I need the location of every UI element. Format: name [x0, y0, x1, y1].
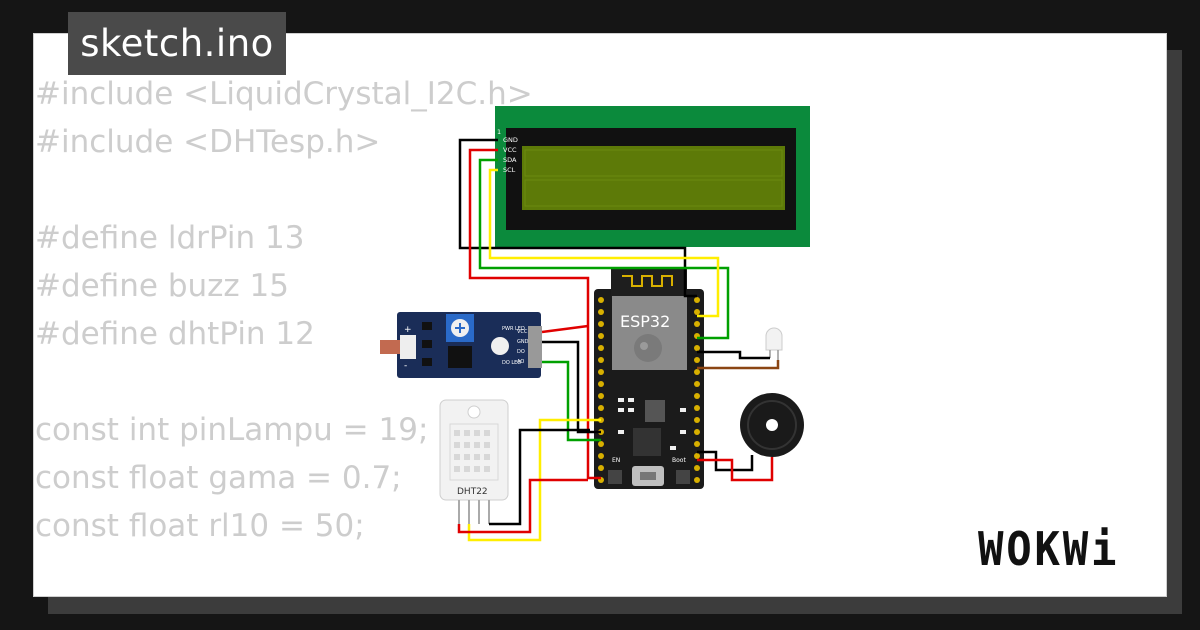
ldr-module-labels: PWR LED DO LED VCC GND DO AO [502, 326, 529, 366]
esp32-label: ESP32 [620, 312, 670, 331]
code-line: #include <DHTesp.h> [35, 124, 381, 160]
lcd-pin-gnd: GND [503, 136, 518, 144]
code-line: #define dhtPin 12 [35, 316, 315, 352]
lcd-pin1-label: 1 [497, 128, 501, 136]
buzzer[interactable] [740, 393, 804, 457]
esp32-en-label: EN [612, 457, 620, 464]
code-line: #include <LiquidCrystal_I2C.h> [35, 76, 533, 112]
esp32-boot-label: Boot [672, 457, 686, 464]
lcd-pin-labels: 1 GND VCC SDA SCL [497, 128, 518, 174]
file-tab[interactable]: sketch.ino [68, 12, 286, 75]
lcd-pin-scl: SCL [503, 166, 516, 174]
wokwi-logo: WOKWi [978, 522, 1120, 576]
lcd-pin-sda: SDA [503, 156, 517, 164]
ldr-pin-vcc: VCC [517, 329, 528, 335]
code-line: #define ldrPin 13 [35, 220, 305, 256]
lcd-pin-vcc: VCC [503, 146, 517, 154]
svg-text:+: + [404, 325, 412, 335]
dht22-label: DHT22 [457, 487, 488, 497]
ldr-pin-ao: AO [517, 359, 524, 365]
ldr-pin-do: DO [517, 349, 525, 355]
code-line: const float gama = 0.7; [35, 460, 402, 496]
ldr-pin-gnd: GND [517, 339, 529, 345]
code-line: const float rl10 = 50; [35, 508, 365, 544]
wires [457, 138, 780, 542]
ldr-module[interactable]: + - [380, 312, 542, 378]
svg-text:-: - [404, 361, 407, 371]
code-line: const int pinLampu = 19; [35, 412, 429, 448]
lcd-display[interactable] [495, 106, 810, 247]
dht22-sensor[interactable] [439, 399, 509, 524]
ldr-power-led-label: PWR LED [502, 326, 525, 332]
led[interactable] [765, 327, 783, 360]
code-line: #define buzz 15 [35, 268, 289, 304]
esp32-board[interactable] [594, 268, 704, 489]
code-preview: #include <LiquidCrystal_I2C.h> #include … [35, 70, 533, 550]
ldr-do-led-label: DO LED [502, 360, 521, 366]
